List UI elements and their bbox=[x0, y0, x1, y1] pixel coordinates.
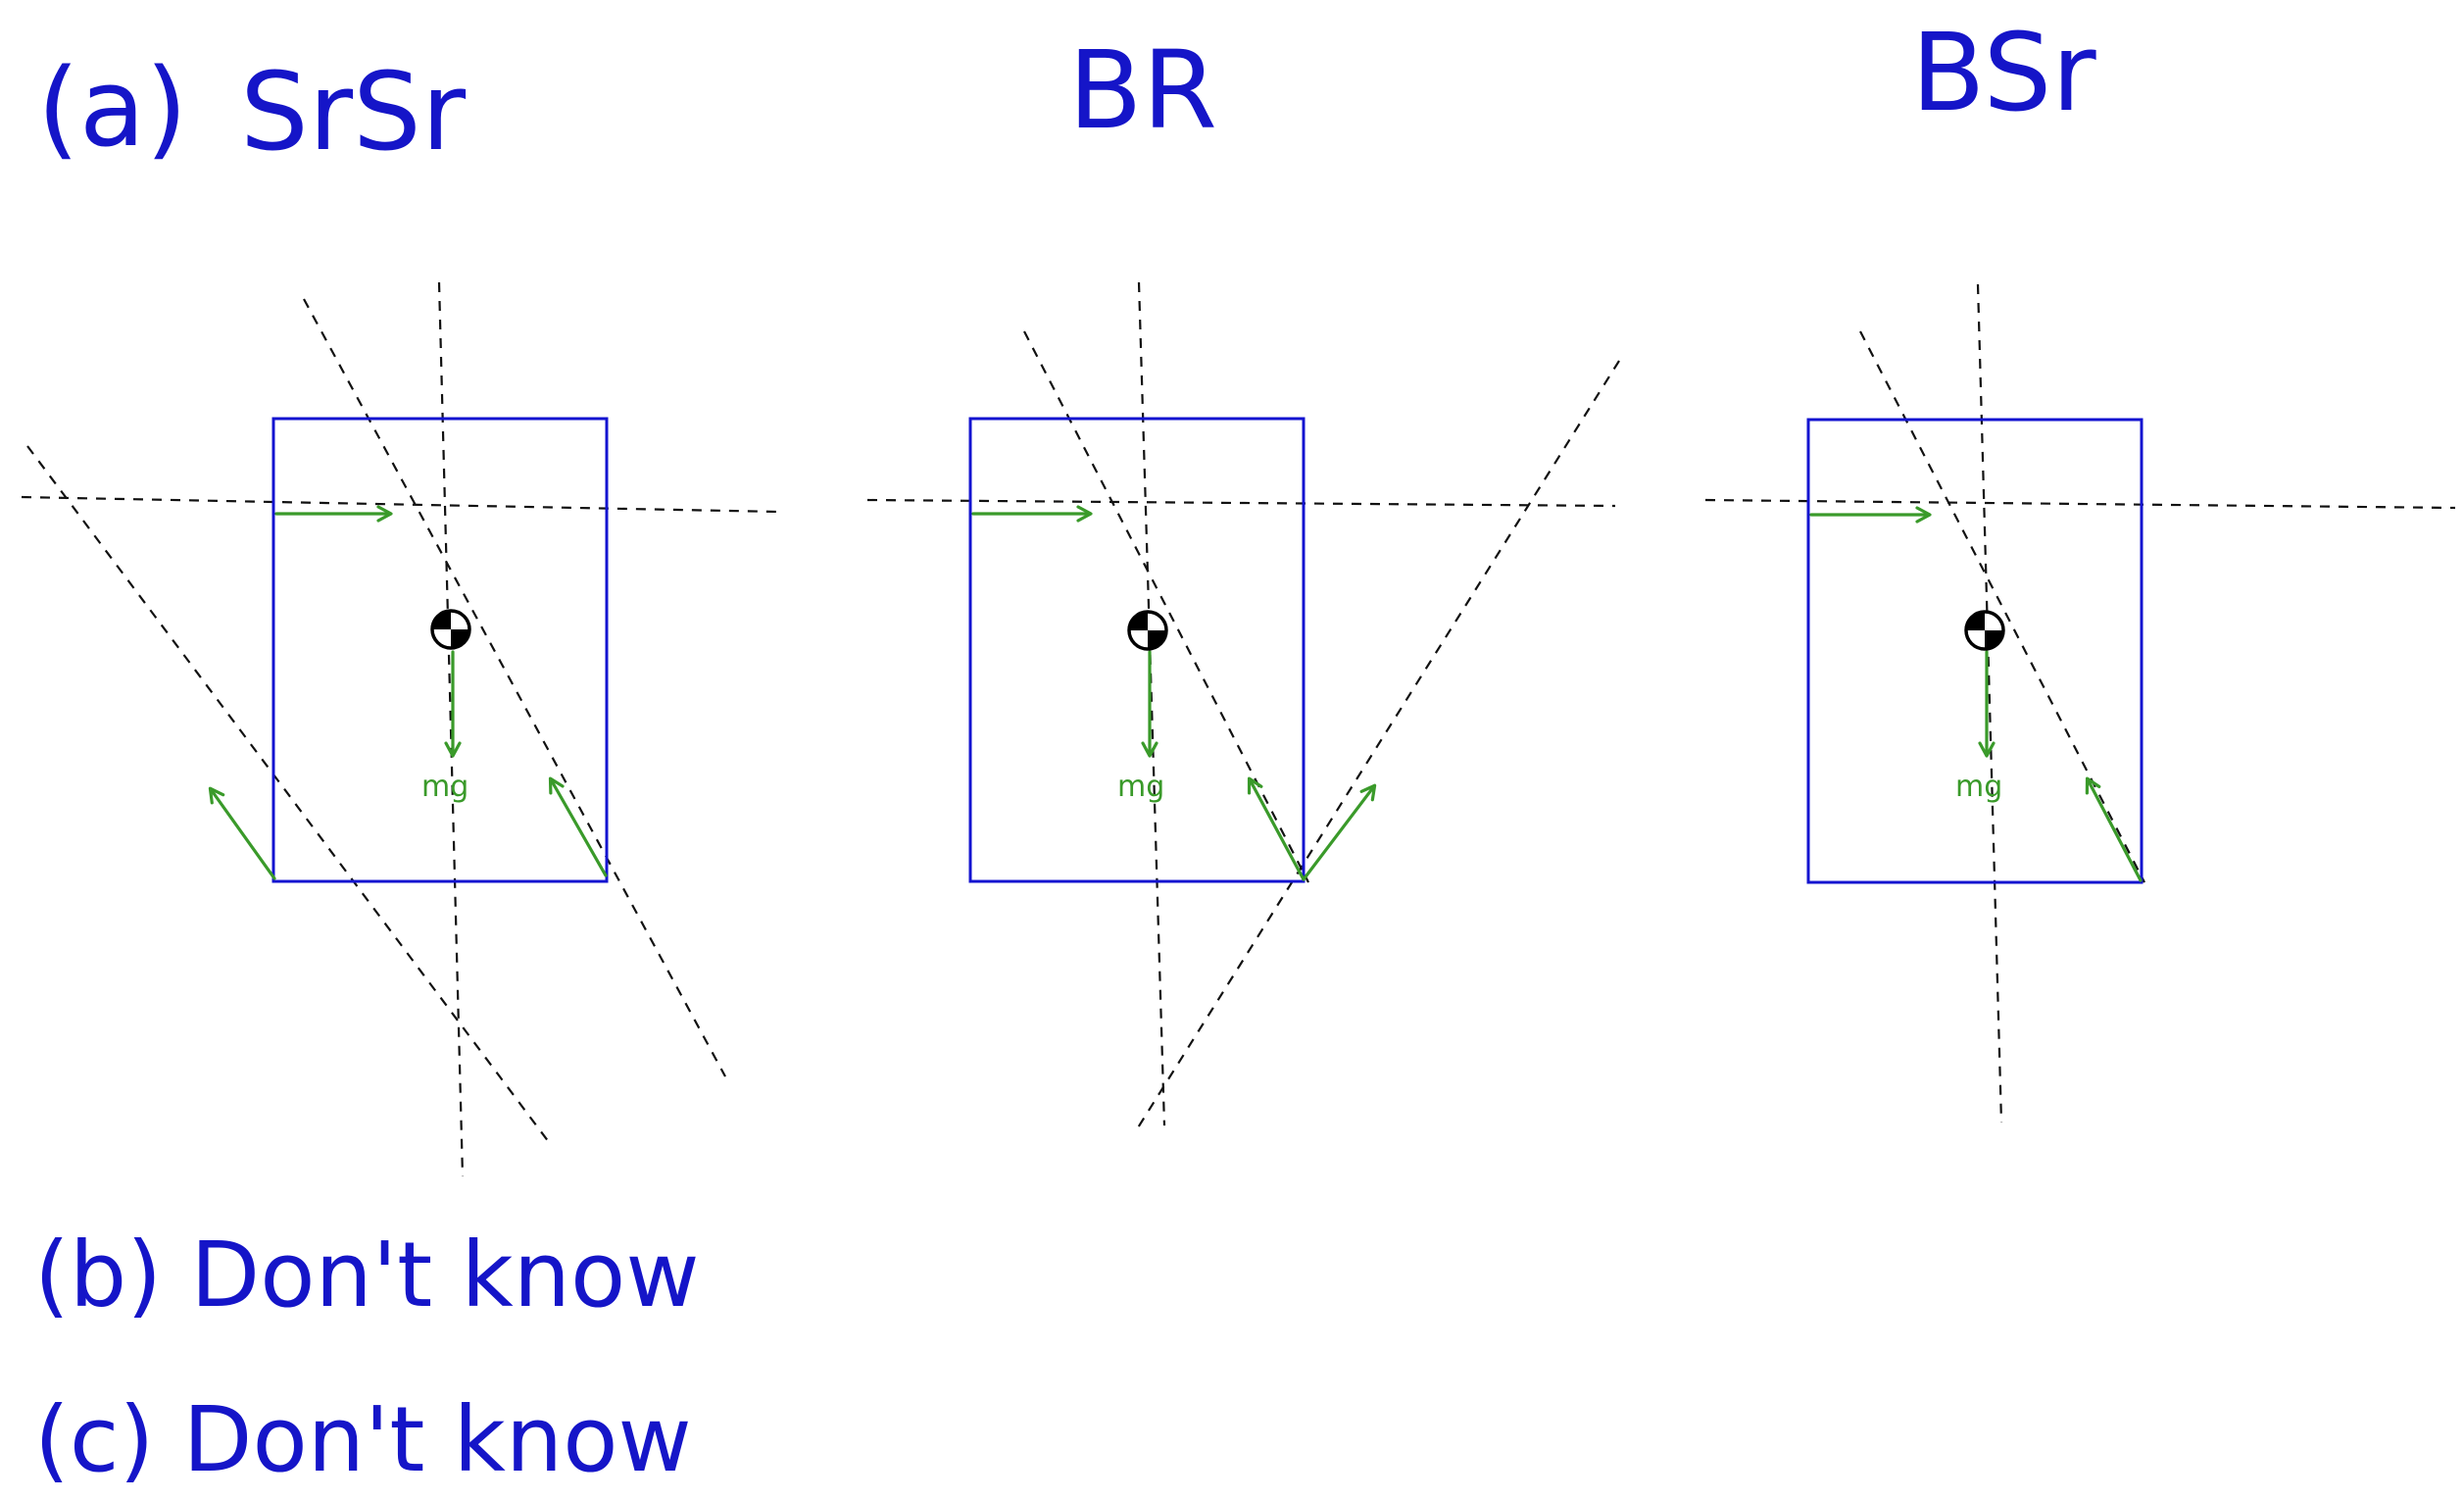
weight-label: mg bbox=[1117, 770, 1164, 804]
force-arrow bbox=[1247, 776, 1306, 881]
part-b-answer: (b) Don't know bbox=[34, 1223, 700, 1327]
construction-line bbox=[1137, 281, 1166, 1126]
weight-label: mg bbox=[1955, 770, 2002, 804]
construction-line bbox=[26, 445, 550, 1143]
diagram-2-title: BR bbox=[1068, 27, 1217, 153]
force-arrow bbox=[548, 776, 608, 877]
center-of-mass-icon bbox=[1127, 610, 1168, 651]
construction-line bbox=[21, 495, 780, 514]
body-box bbox=[968, 417, 1306, 883]
construction-line bbox=[1704, 498, 2456, 510]
weight-label: mg bbox=[421, 770, 468, 804]
force-arrow bbox=[208, 786, 276, 880]
construction-line bbox=[866, 498, 1616, 508]
body-box bbox=[1806, 418, 2144, 884]
construction-line bbox=[1023, 330, 1309, 883]
center-of-mass-icon bbox=[1964, 610, 2005, 651]
diagram-3: mg bbox=[1704, 283, 2456, 1124]
body-box bbox=[271, 417, 609, 883]
diagram-3-title: BSr bbox=[1911, 10, 2096, 135]
construction-line bbox=[303, 298, 726, 1077]
diagram-1-title: SrSr bbox=[240, 49, 467, 175]
force-arrow bbox=[1302, 783, 1377, 881]
part-a-label: (a) bbox=[37, 45, 187, 171]
construction-line bbox=[1134, 360, 1620, 1133]
force-arrow bbox=[2085, 776, 2143, 882]
diagram-1: mg bbox=[21, 281, 780, 1177]
construction-line bbox=[437, 281, 465, 1177]
diagram-2: mg bbox=[866, 281, 1620, 1133]
center-of-mass-icon bbox=[430, 609, 471, 650]
construction-line bbox=[1976, 283, 2003, 1124]
part-c-answer: (c) Don't know bbox=[34, 1387, 692, 1492]
